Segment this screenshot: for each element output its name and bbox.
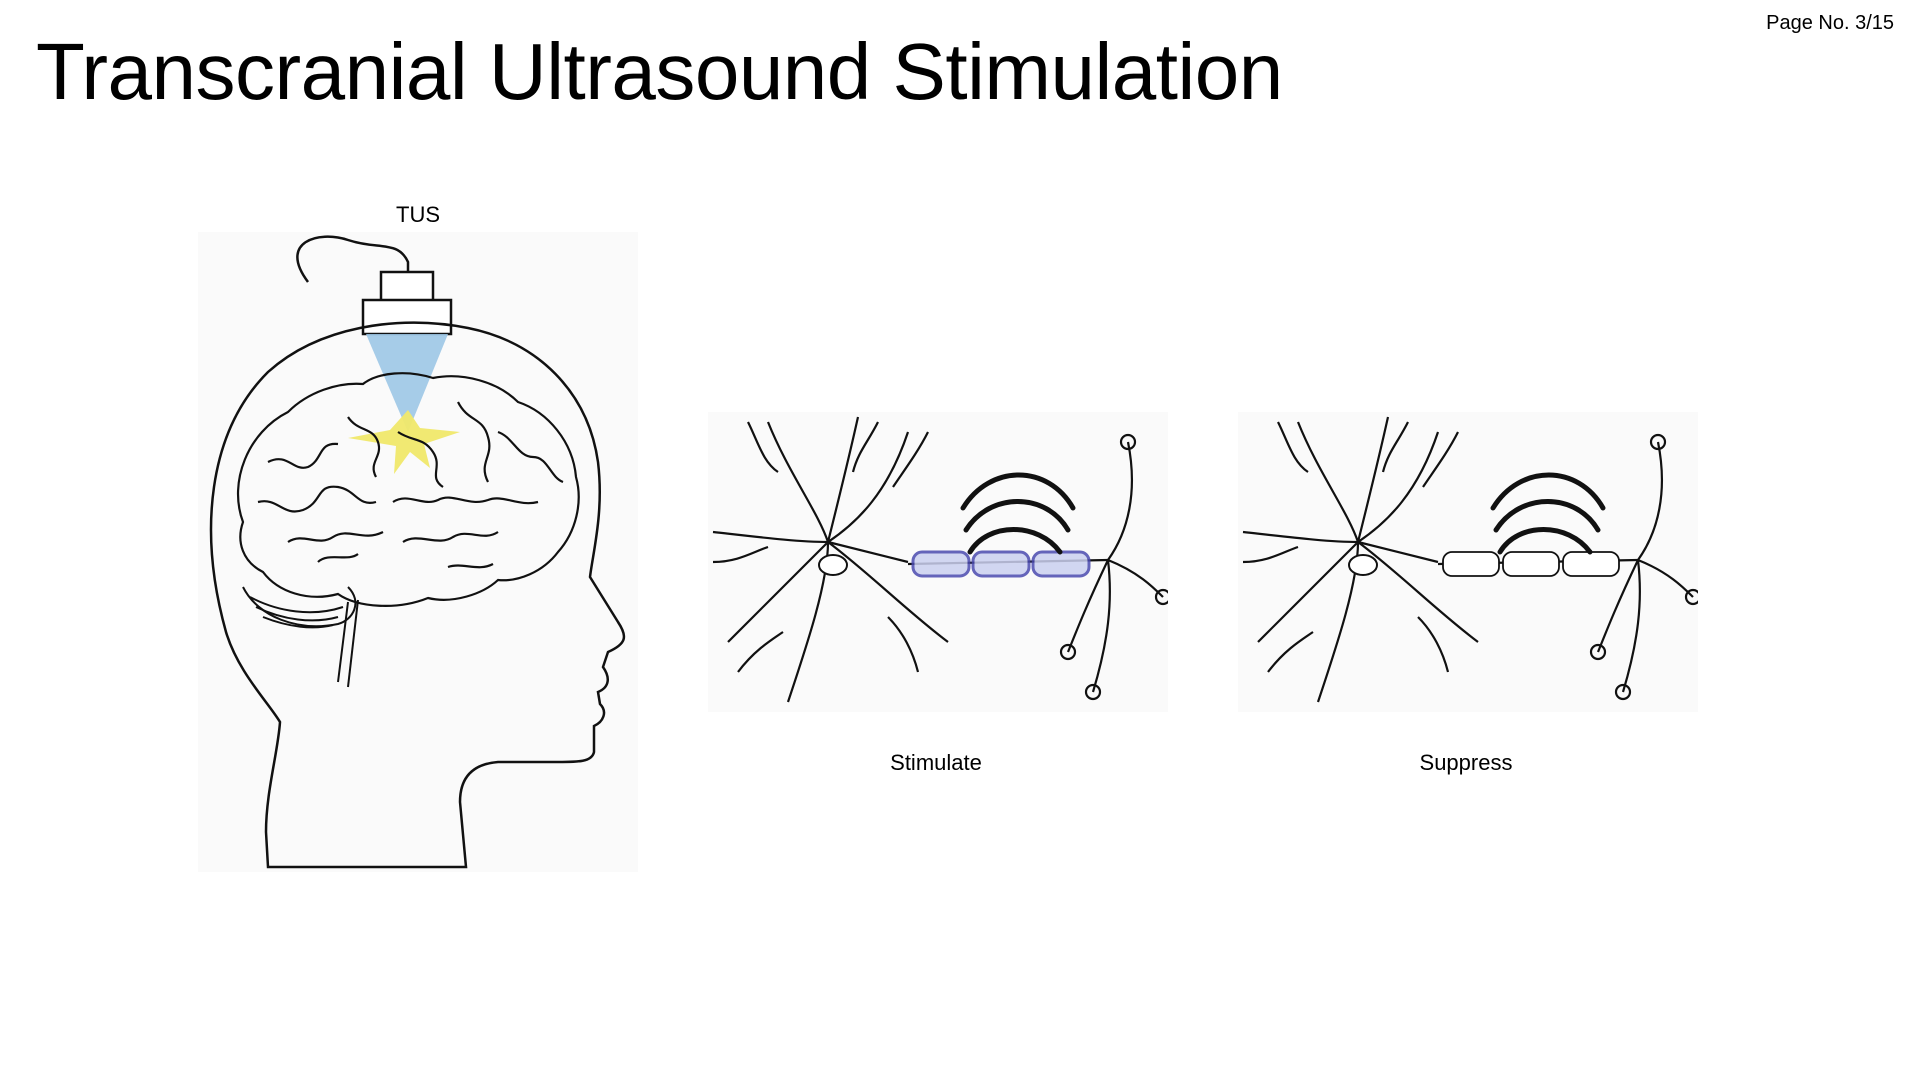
neuron-cell-body-icon [712,416,949,703]
tus-head-illustration [198,232,638,872]
axon-terminal-icon [1589,433,1698,701]
brain-icon [236,372,580,607]
suppress-neuron-illustration [1238,412,1698,712]
stimulate-svg [708,412,1168,712]
ultrasound-waves-icon [1490,472,1606,555]
axon-terminal-icon [1059,433,1168,701]
tus-label: TUS [396,202,440,227]
suppress-label: Suppress [1419,750,1513,775]
page-number: Page No. 3/15 [1766,12,1894,34]
neuron-cell-body-icon [1242,416,1479,703]
transducer-cable-icon [296,235,410,283]
stimulate-label: Stimulate [890,750,982,775]
focus-star-icon [348,410,460,474]
slide-title: Transcranial Ultrasound Stimulation [36,27,1283,116]
myelin-sheath-icon [1442,551,1620,577]
neuron-nucleus-icon [1348,554,1378,576]
suppress-svg [1238,412,1698,712]
neuron-nucleus-icon [818,554,848,576]
ultrasound-waves-icon [960,472,1076,555]
head-svg [198,232,638,872]
myelin-sheath-glow-icon [911,550,1091,578]
stimulate-neuron-illustration [708,412,1168,712]
head-outline-icon [209,321,626,869]
ultrasound-beam-icon [366,334,448,432]
cerebellum-icon [242,586,359,688]
